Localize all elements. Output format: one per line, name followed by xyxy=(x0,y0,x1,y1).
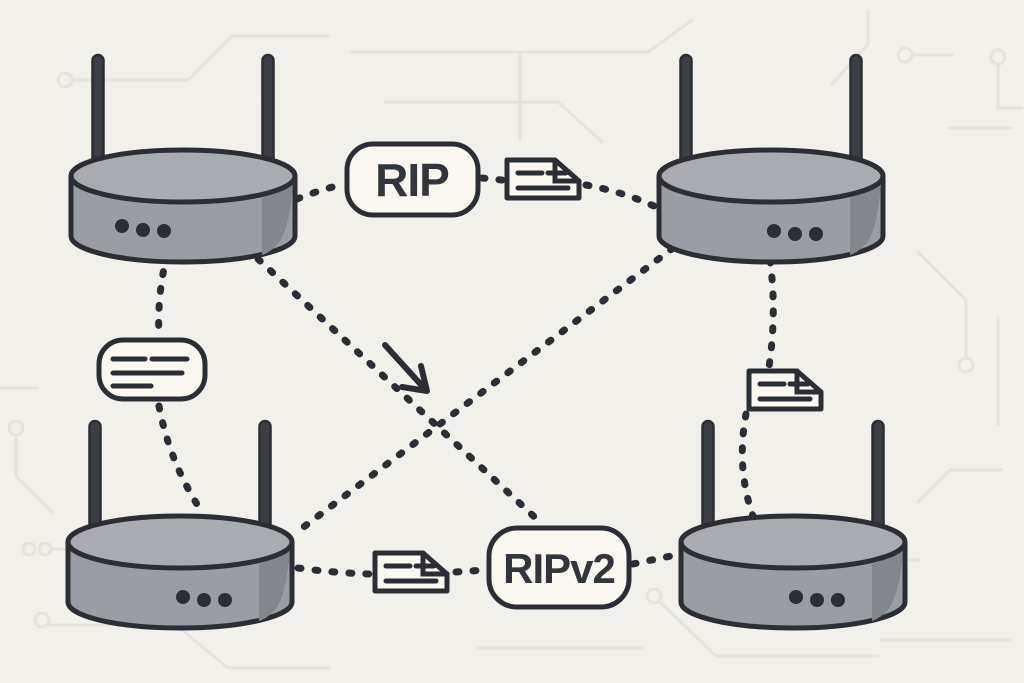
rip-label-text: RIP xyxy=(375,154,449,206)
packet-text-lines xyxy=(757,381,813,402)
rip-label-box xyxy=(344,141,481,218)
packet-icon-top xyxy=(504,157,582,201)
router-bottom-left-leds xyxy=(176,590,232,607)
circuit-trace-pattern xyxy=(0,10,1024,670)
link-router-bl-to-packet-bottom xyxy=(294,564,374,578)
link-router-tl-to-bubble xyxy=(155,251,171,340)
links xyxy=(155,174,777,578)
ripv2-label: RIPv2 xyxy=(486,525,632,610)
packet-icon-right xyxy=(746,368,824,412)
router-top-right-leds xyxy=(767,224,823,241)
ripv2-label-text: RIPv2 xyxy=(503,545,615,592)
link-diagonal-router-tl-to-ripv2 xyxy=(254,255,546,528)
link-ripv2-label-to-router-br xyxy=(629,551,680,568)
router-top-left xyxy=(71,55,295,262)
packet-text-lines xyxy=(515,170,571,191)
link-packet-right-to-router-br xyxy=(738,410,757,520)
link-diagonal-router-tr-to-router-bl xyxy=(297,244,677,533)
link-router-tr-to-packet-right xyxy=(765,256,777,371)
router-top-right xyxy=(659,55,883,262)
router-bottom-right-leds xyxy=(789,590,845,607)
link-packet-bottom-to-ripv2-label xyxy=(452,566,489,576)
bubble-body xyxy=(96,337,208,402)
link-rip-label-to-packet-top xyxy=(478,174,506,184)
link-router-tl-to-rip-label xyxy=(293,180,349,203)
bubble-text-lines xyxy=(110,356,190,389)
message-bubble-icon-left xyxy=(96,337,208,402)
packet-fold xyxy=(552,157,582,184)
ripv2-label-box xyxy=(486,525,632,610)
router-bottom-right xyxy=(681,421,905,628)
packet-text-lines xyxy=(383,563,439,584)
packet-icon-bottom xyxy=(372,550,450,594)
link-packet-top-to-router-tr xyxy=(582,181,660,211)
packet-fold xyxy=(420,550,450,577)
router-bottom-left xyxy=(68,421,292,628)
rip-label: RIP xyxy=(344,141,481,218)
link-bubble-to-router-bl xyxy=(155,402,208,519)
flow-arrow-icon xyxy=(382,342,430,394)
packet-fold xyxy=(794,368,824,395)
router-top-left-leds xyxy=(115,219,171,238)
